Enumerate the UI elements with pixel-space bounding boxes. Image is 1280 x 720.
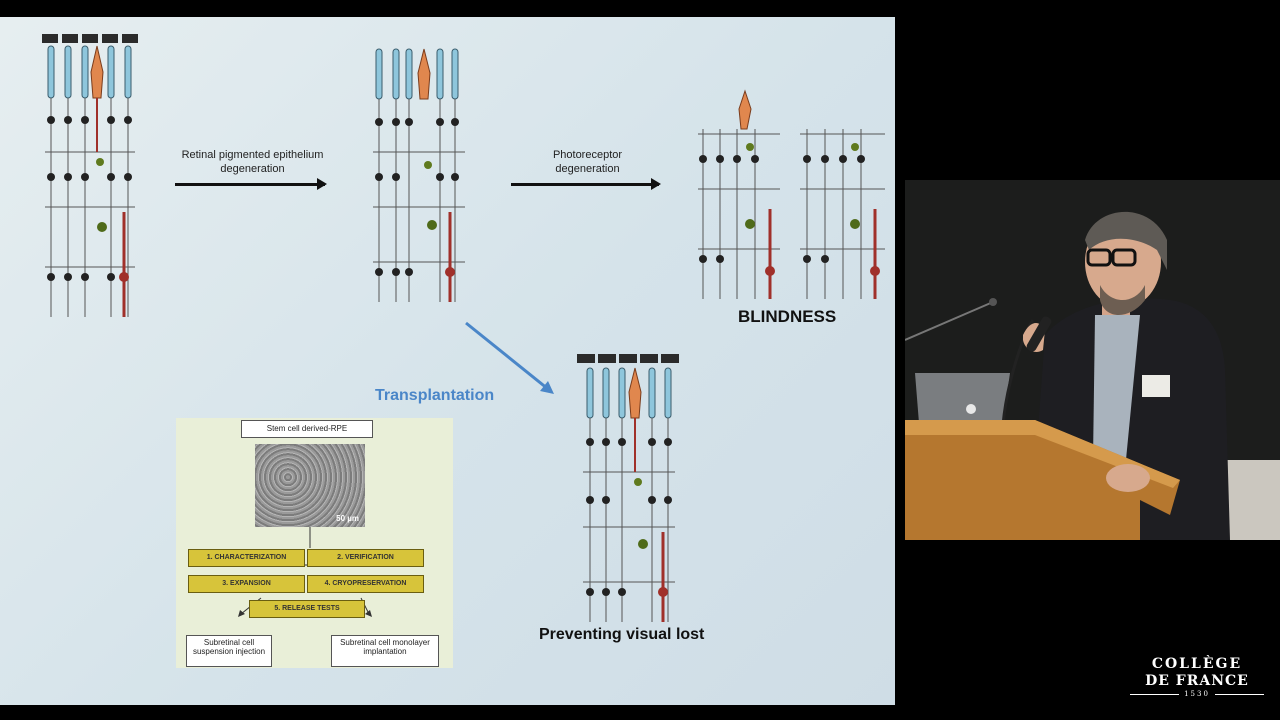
arrow-right [175,178,327,190]
rescued-retina-illustration [577,354,679,622]
healthy-retina-illustration [42,34,138,317]
logo-rule [1214,693,1265,695]
outcome-monolayer-implantation: Subretinal cell monolayer implantation [331,635,439,667]
stem-cell-rpe-flowchart: Stem cell derived-RPE 50 µm 1. CHARACTER… [176,418,453,668]
speaker-video-feed [905,180,1280,540]
transplantation-arrow [465,321,554,394]
step-cryopreservation: 4. CRYOPRESERVATION [307,575,424,593]
arrow-label-photoreceptor-degeneration: Photoreceptor degeneration [552,149,623,175]
logo-rule [1130,693,1180,695]
step-verification: 2. VERIFICATION [307,549,424,567]
scale-bar-label: 50 µm [336,514,359,523]
logo-year-row: 1530 [1130,690,1265,698]
arrow-label-rpe-degeneration: Retinal pigmented epithelium degeneratio… [181,149,324,175]
preventing-visual-lost-label: Preventing visual lost [539,626,705,643]
blindness-label: BLINDNESS [738,307,837,326]
speaker-scene [905,180,1280,540]
presentation-slide: Retinal pigmented epithelium degeneratio… [0,17,895,705]
transplantation-label: Transplantation [375,387,495,404]
photoreceptor-degenerated-retina-illustration [698,89,885,299]
logo-line-2: DE FRANCE [1145,673,1249,689]
outcome-suspension-injection: Subretinal cell suspension injection [186,635,272,667]
arrow-right [511,178,661,190]
logo-line-1: COLLÈGE [1151,656,1243,672]
step-characterization: 1. CHARACTERIZATION [188,549,305,567]
step-release-tests: 5. RELEASE TESTS [249,600,365,618]
logo-year: 1530 [1184,690,1210,698]
rpe-degenerated-retina-illustration [373,48,465,302]
flowchart-connectors [238,527,372,617]
step-expansion: 3. EXPANSION [188,575,305,593]
flowchart-header: Stem cell derived-RPE [241,420,373,438]
microscopy-image: 50 µm [255,444,365,527]
college-de-france-logo: COLLÈGE DE FRANCE 1530 [1130,656,1265,698]
